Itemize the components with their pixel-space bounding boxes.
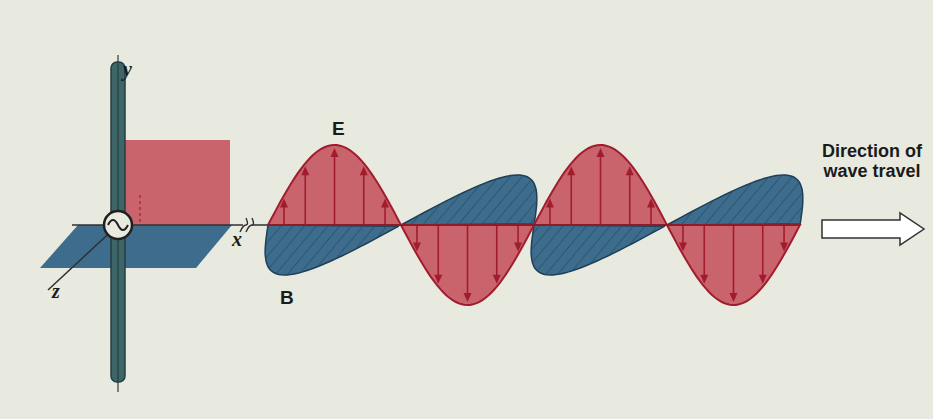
e-field-vector [733,225,735,296]
e-field-arrowhead [301,166,309,175]
e-field-arrowhead [567,166,575,175]
e-field-arrowhead [679,242,687,251]
e-field-vector [549,205,551,225]
e-field-arrowhead [514,242,522,251]
e-field-arrowhead [647,199,655,208]
b-field-lobe [265,225,399,275]
e-field-vector [762,225,764,278]
e-field-vector [283,205,285,225]
field-label: E [332,118,345,140]
x-axis [72,224,243,226]
e-field-vector [629,172,631,225]
e-field-arrowhead [759,275,767,284]
e-field-lobe [268,145,401,225]
e-field-vector [334,154,336,225]
e-field-vector [467,225,469,296]
e-field-arrowhead [464,293,472,302]
e-field-vector [517,225,519,245]
e-field-vector [570,172,572,225]
axis-label: y [123,58,132,81]
b-field-lobe [531,225,665,275]
e-field-vector [304,172,306,225]
e-field-vector [416,225,418,245]
e-field-lobe [667,225,800,305]
e-field-vector [363,172,365,225]
b-field-lobe [401,175,537,225]
e-field-arrowhead [331,148,339,157]
direction-label: Direction of wave travel [822,141,922,181]
axis-break [240,218,254,232]
field-label: B [280,287,294,309]
plane-field-mark [139,195,141,222]
b-field-hatch [667,175,803,225]
b-field-lobe [667,175,803,225]
e-field-arrowhead [780,242,788,251]
e-field-vector [437,225,439,278]
xy-plane [125,140,230,225]
e-field-arrowhead [413,242,421,251]
e-field-arrowhead [381,199,389,208]
e-field-vector [650,205,652,225]
e-field-lobe [534,145,667,225]
e-field-vector [496,225,498,278]
b-field-hatch [401,175,537,225]
b-field-hatch [265,225,399,275]
e-field-vector [682,225,684,245]
axis-label: x [232,228,242,251]
x-axis [252,224,268,226]
e-field-vector [783,225,785,245]
e-field-arrowhead [626,166,634,175]
e-field-vector [703,225,705,278]
e-field-arrowhead [730,293,738,302]
e-field-arrowhead [597,148,605,157]
e-field-arrowhead [434,275,442,284]
oscillator-symbol [108,220,128,230]
e-field-lobe [401,225,534,305]
b-field-hatch [531,225,665,275]
e-field-vector [600,154,602,225]
propagation-axis [268,224,800,225]
oscillator-symbol [104,211,132,239]
e-field-arrowhead [360,166,368,175]
direction-arrow [822,213,924,245]
xz-plane [40,225,232,268]
e-field-arrowhead [700,275,708,284]
e-field-vector [384,205,386,225]
axis-label: z [52,280,60,303]
e-field-arrowhead [280,199,288,208]
e-field-arrowhead [546,199,554,208]
e-field-arrowhead [493,275,501,284]
